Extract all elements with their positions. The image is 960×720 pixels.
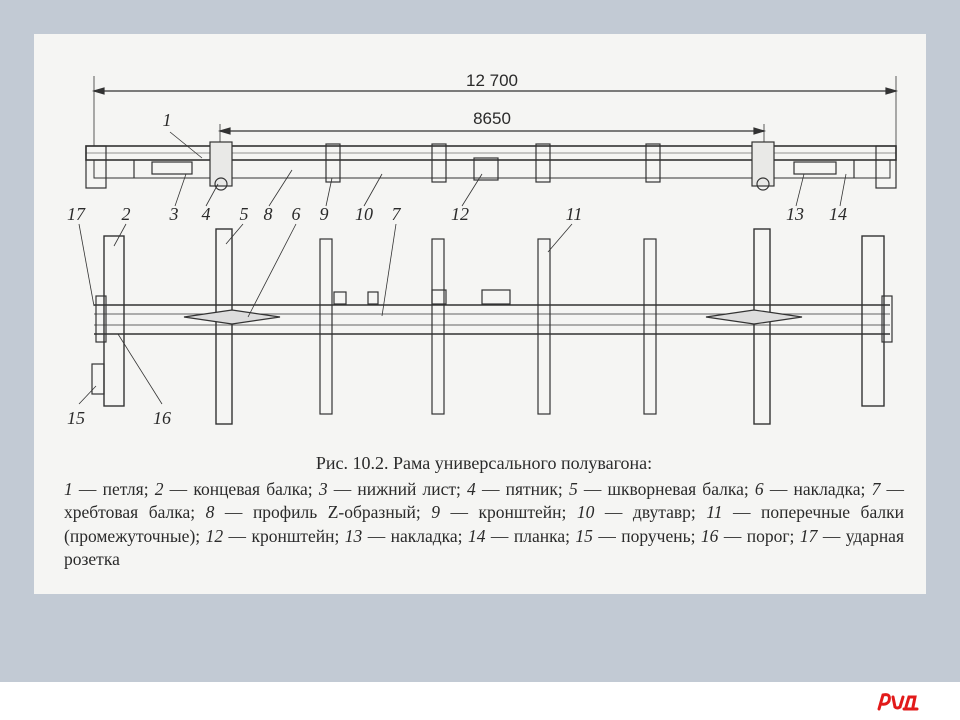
legend-number: 16 <box>700 525 719 546</box>
legend-text: — порог; <box>718 525 800 546</box>
legend-text: — планка; <box>485 525 576 546</box>
legend-number: 15 <box>575 525 593 546</box>
legend-item-1: 1 — петля; <box>64 479 155 499</box>
callout-3: 3 <box>169 204 179 224</box>
caption-legend: 1 — петля; 2 — концевая балка; 3 — нижни… <box>64 478 904 572</box>
legend-item-2: 2 — концевая балка; <box>155 479 319 499</box>
callout-11: 11 <box>566 204 583 224</box>
callout-9: 9 <box>320 204 329 224</box>
legend-text: — поперечные балки (промежуточные); <box>64 502 904 546</box>
legend-item-16: 16 — порог; <box>701 526 800 546</box>
legend-item-7: 7 — хребтовая балка; <box>64 479 904 523</box>
callout-12: 12 <box>451 204 469 224</box>
wagon-frame-drawing: 12 700 8650 1 3 4 8 <box>67 71 899 428</box>
legend-text: — накладка; <box>362 525 468 546</box>
rzd-logo <box>877 693 919 711</box>
legend-text: — хребтовая балка; <box>64 478 904 523</box>
dimension-overall-label: 12 700 <box>466 71 518 90</box>
legend-item-10: 10 — двутавр; <box>577 502 706 522</box>
legend-number: 3 <box>318 478 328 499</box>
legend-number: 9 <box>431 502 440 522</box>
legend-item-8: 8 — профиль Z-образный; <box>206 502 432 522</box>
slide-footer <box>0 682 960 720</box>
callout-4: 4 <box>202 204 211 224</box>
legend-item-3: 3 — нижний лист; <box>319 479 467 499</box>
callout-1: 1 <box>163 110 172 130</box>
legend-number: 7 <box>871 478 881 499</box>
legend-text: — кронштейн; <box>439 502 577 522</box>
callout-10: 10 <box>355 204 373 224</box>
callout-5: 5 <box>240 204 249 224</box>
legend-number: 5 <box>568 478 578 499</box>
figure-panel: 12 700 8650 1 3 4 8 <box>34 34 926 594</box>
callout-6: 6 <box>292 204 301 224</box>
legend-item-6: 6 — накладка; <box>755 479 872 499</box>
dimension-pivot-label: 8650 <box>473 109 511 128</box>
legend-item-14: 14 — планка; <box>468 526 575 546</box>
callout-15: 15 <box>67 408 85 428</box>
legend-number: 11 <box>706 502 723 522</box>
legend-text: — профиль Z-образный; <box>214 502 432 522</box>
legend-number: 14 <box>467 525 486 546</box>
figure-caption: Рис. 10.2. Рама универсального полувагон… <box>64 452 904 572</box>
legend-number: 1 <box>64 478 73 499</box>
legend-number: 13 <box>344 525 363 546</box>
legend-text: — поручень; <box>592 525 701 546</box>
legend-text: — пятник; <box>475 478 569 499</box>
dimension-overall <box>91 76 899 146</box>
side-view <box>85 141 897 191</box>
legend-text: — двутавр; <box>594 502 707 522</box>
legend-text: — накладка; <box>763 478 872 499</box>
legend-text: — петля; <box>72 478 155 499</box>
legend-text: — кронштейн; <box>223 525 345 546</box>
legend-item-5: 5 — шкворневая балка; <box>569 479 755 499</box>
callout-13: 13 <box>786 204 804 224</box>
caption-title: Рис. 10.2. Рама универсального полувагон… <box>315 453 653 473</box>
legend-item-9: 9 — кронштейн; <box>431 502 577 522</box>
legend-item-13: 13 — накладка; <box>345 526 468 546</box>
legend-number: 2 <box>154 478 164 499</box>
legend-text: — шкворневая балка; <box>577 478 755 499</box>
legend-text: — нижний лист; <box>327 478 468 499</box>
callout-2: 2 <box>122 204 131 224</box>
legend-item-17: 17 — ударная розетка <box>64 526 904 570</box>
legend-number: 8 <box>205 502 215 522</box>
callout-16: 16 <box>153 408 171 428</box>
legend-number: 6 <box>754 478 764 499</box>
callout-7: 7 <box>392 204 402 224</box>
legend-number: 12 <box>205 525 224 546</box>
legend-number: 4 <box>467 478 476 499</box>
callout-14: 14 <box>829 204 847 224</box>
legend-number: 17 <box>799 525 818 546</box>
plan-view <box>91 228 893 425</box>
legend-text: — концевая балка; <box>163 478 319 499</box>
legend-text: — ударная розетка <box>64 525 905 570</box>
callout-8: 8 <box>264 204 273 224</box>
callout-17: 17 <box>67 204 86 224</box>
legend-item-12: 12 — кронштейн; <box>206 526 345 546</box>
legend-item-11: 11 — поперечные балки (промежуточные); <box>64 502 904 546</box>
legend-item-4: 4 — пятник; <box>467 479 569 499</box>
legend-item-15: 15 — поручень; <box>575 526 700 546</box>
legend-number: 10 <box>576 502 595 522</box>
dimension-pivot <box>217 124 767 154</box>
